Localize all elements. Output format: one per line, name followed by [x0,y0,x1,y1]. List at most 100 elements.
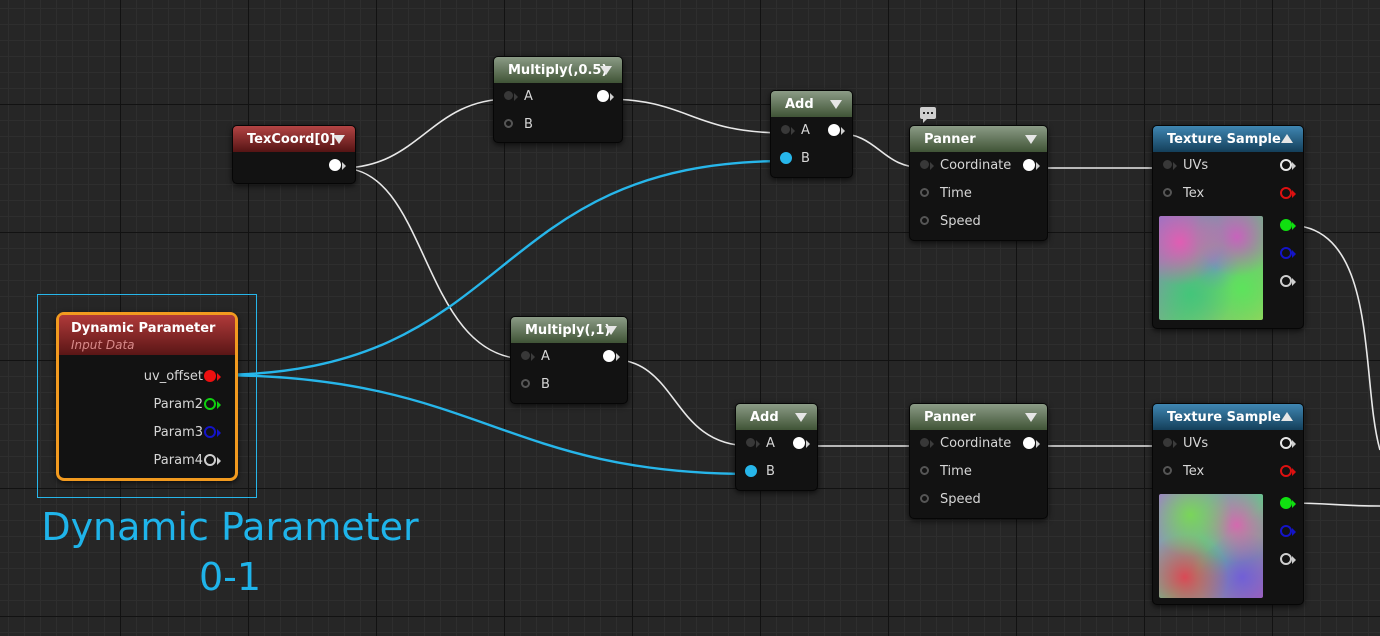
multiply-bottom-header[interactable]: Multiply(,1) [511,317,627,343]
texture-sample-top-title: Texture Sample [1167,131,1281,147]
texture-bottom-r-output-pin[interactable] [1280,465,1292,477]
dynparam-param2-pin[interactable] [204,398,216,410]
output-arrow-icon [1292,278,1296,286]
wire-dynparam-add-top [213,159,787,377]
dynamic-parameter-node[interactable]: Dynamic Parameter Input Data uv_offset P… [56,312,238,481]
texture-bottom-tex-pin[interactable] [1163,466,1172,475]
add-bottom-a-pin[interactable] [746,438,755,447]
multiply-bottom-b-pin[interactable] [521,379,530,388]
add-bottom-row-b: B [736,458,817,486]
output-arrow-icon [1036,440,1040,448]
add-top-a-label: A [801,123,810,138]
add-top-row-a: A [771,117,852,145]
panner-bottom-time-pin[interactable] [920,466,929,475]
panner-bottom-coordinate-pin[interactable] [920,438,929,447]
output-arrow-icon [217,373,221,381]
panner-top-node[interactable]: Panner Coordinate Time Speed [909,125,1048,241]
dynparam-param4-pin[interactable] [204,454,216,466]
dynparam-param3-label: Param3 [153,425,203,440]
collapse-arrow-icon[interactable] [333,135,345,144]
add-top-node[interactable]: Add A B [770,90,853,178]
panner-top-header[interactable]: Panner [910,126,1047,152]
multiply-bottom-output-pin[interactable] [603,350,615,362]
texture-sample-bottom-header[interactable]: Texture Sample [1153,404,1303,430]
texture-top-b-output-pin[interactable] [1280,247,1292,259]
multiply-bottom-a-pin[interactable] [521,351,530,360]
texture-top-tex-pin[interactable] [1163,188,1172,197]
texcoord-output-row [233,152,355,180]
add-top-header[interactable]: Add [771,91,852,117]
dynparam-row-param4: Param4 [59,447,235,475]
collapse-arrow-icon[interactable] [600,66,612,75]
dynparam-uv-offset-label: uv_offset [143,369,203,384]
texcoord-output-pin[interactable] [329,159,341,171]
panner-bottom-row-time: Time [910,458,1047,486]
output-arrow-icon [1292,162,1296,170]
texture-bottom-preview [1159,494,1263,598]
add-bottom-b-pin[interactable] [745,465,757,477]
collapse-arrow-icon[interactable] [1025,413,1037,422]
add-top-output-pin[interactable] [828,124,840,136]
panner-bottom-header[interactable]: Panner [910,404,1047,430]
add-top-b-label: B [801,151,810,166]
collapse-arrow-icon[interactable] [1025,135,1037,144]
collapse-arrow-icon[interactable] [605,326,617,335]
multiply-top-a-pin[interactable] [504,91,513,100]
texcoord-header[interactable]: TexCoord[0] [233,126,355,152]
texture-bottom-a-output-pin[interactable] [1280,553,1292,565]
output-arrow-icon [1292,468,1296,476]
add-top-b-pin[interactable] [780,152,792,164]
collapse-arrow-icon[interactable] [830,100,842,109]
panner-bottom-speed-pin[interactable] [920,494,929,503]
texcoord-node[interactable]: TexCoord[0] [232,125,356,184]
multiply-top-header[interactable]: Multiply(,0.5) [494,57,622,83]
spacer [59,355,235,363]
add-bottom-output-pin[interactable] [793,437,805,449]
texture-top-g-output-pin[interactable] [1280,219,1292,231]
panner-bottom-node[interactable]: Panner Coordinate Time Speed [909,403,1048,519]
panner-top-coordinate-pin[interactable] [920,160,929,169]
multiply-top-node[interactable]: Multiply(,0.5) A B [493,56,623,143]
panner-top-output-pin[interactable] [1023,159,1035,171]
dynparam-uv-offset-pin[interactable] [204,370,216,382]
texture-top-rgb-output-pin[interactable] [1280,159,1292,171]
output-arrow-icon [217,401,221,409]
wire-multiply-bottom-add-bottom [609,358,752,447]
wire-dynparam-add-bottom [213,373,752,476]
dynamic-parameter-header[interactable]: Dynamic Parameter Input Data [59,315,235,355]
texture-sample-top-header[interactable]: Texture Sample [1153,126,1303,152]
comment-bubble-icon[interactable] [920,107,936,123]
panner-top-row-speed: Speed [910,208,1047,236]
panner-top-speed-pin[interactable] [920,216,929,225]
texture-sample-bottom-node[interactable]: Texture Sample UVs Tex [1152,403,1304,605]
multiply-bottom-node[interactable]: Multiply(,1) A B [510,316,628,404]
caption-line-2: 0-1 [198,555,262,599]
texture-bottom-rgb-output-pin[interactable] [1280,437,1292,449]
add-bottom-b-label: B [766,464,775,479]
expand-arrow-icon[interactable] [1281,412,1293,421]
panner-top-time-pin[interactable] [920,188,929,197]
panner-bottom-time-label: Time [940,464,972,479]
add-bottom-header[interactable]: Add [736,404,817,430]
texture-top-a-output-pin[interactable] [1280,275,1292,287]
add-bottom-node[interactable]: Add A B [735,403,818,491]
texture-bottom-b-output-pin[interactable] [1280,525,1292,537]
add-bottom-a-label: A [766,436,775,451]
input-arrow-icon [1173,162,1177,170]
texture-top-r-output-pin[interactable] [1280,187,1292,199]
panner-bottom-output-pin[interactable] [1023,437,1035,449]
multiply-top-row-b: B [494,111,622,139]
texture-bottom-g-output-pin[interactable] [1280,497,1292,509]
multiply-top-output-pin[interactable] [597,90,609,102]
expand-arrow-icon[interactable] [1281,134,1293,143]
output-arrow-icon [1292,440,1296,448]
texture-top-uvs-pin[interactable] [1163,160,1172,169]
panner-bottom-speed-label: Speed [940,492,981,507]
texture-bottom-uvs-pin[interactable] [1163,438,1172,447]
texture-sample-top-node[interactable]: Texture Sample UVs Tex [1152,125,1304,329]
multiply-top-b-pin[interactable] [504,119,513,128]
add-top-a-pin[interactable] [781,125,790,134]
dynparam-param3-pin[interactable] [204,426,216,438]
collapse-arrow-icon[interactable] [795,413,807,422]
comment-dot [927,112,929,114]
